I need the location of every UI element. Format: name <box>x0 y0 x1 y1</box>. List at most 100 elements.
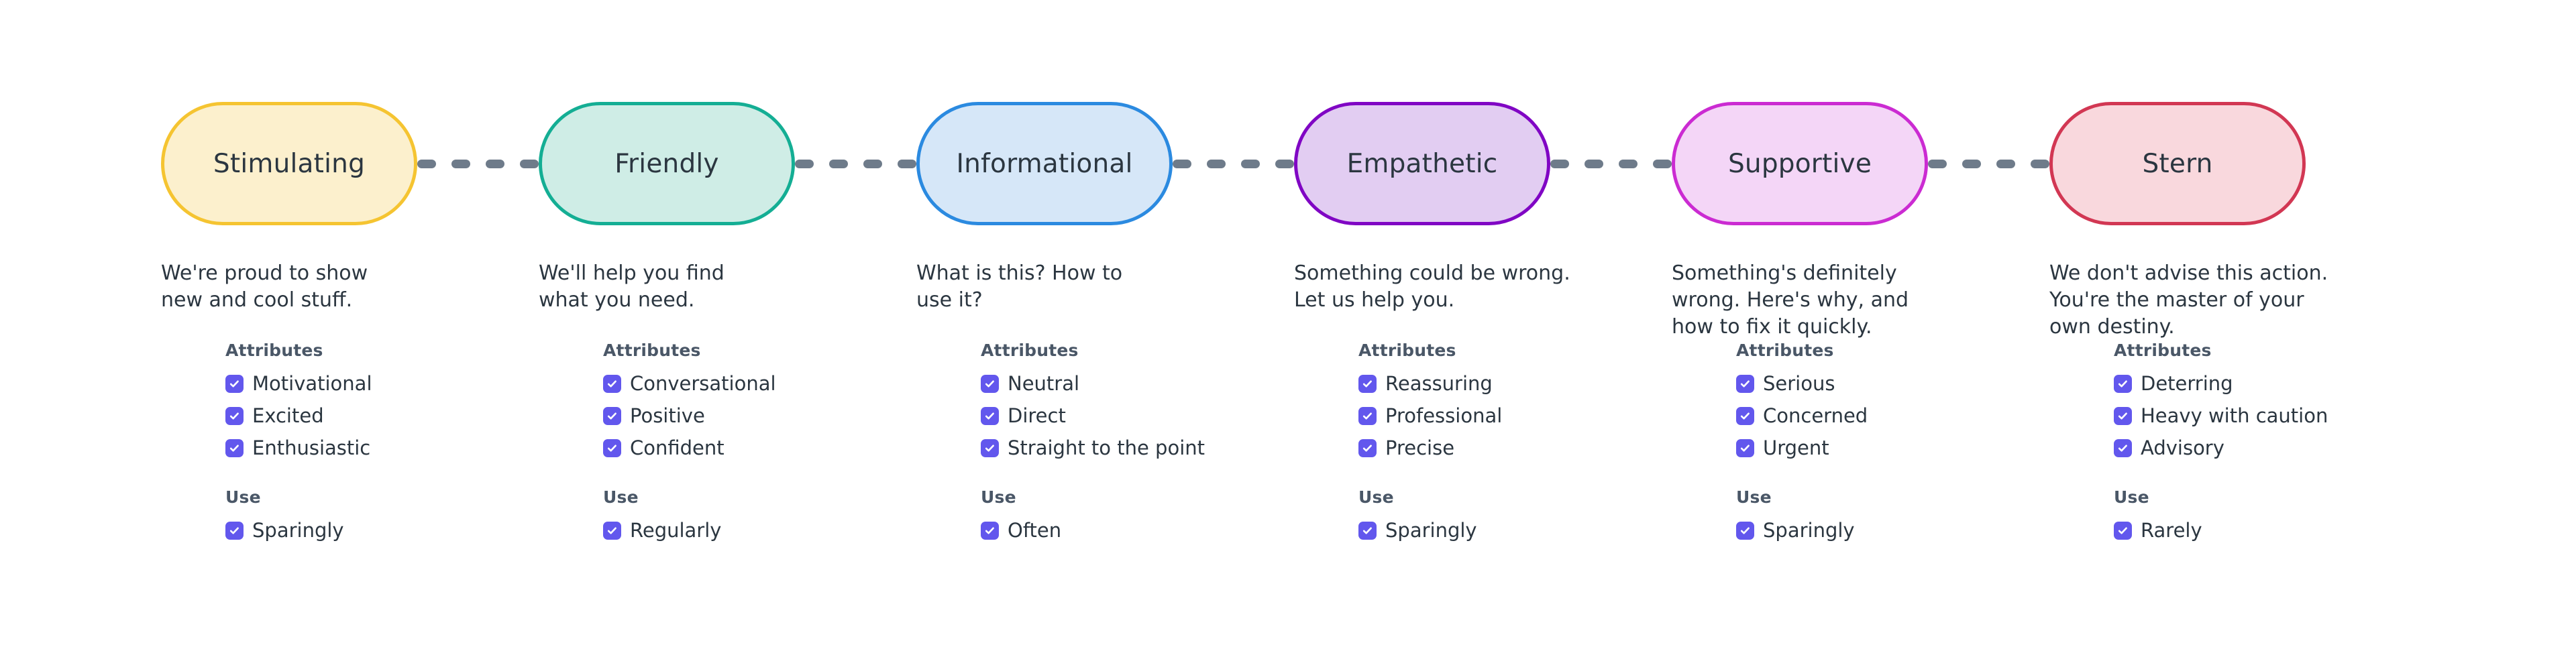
checkbox-row[interactable]: Professional <box>1358 400 1674 432</box>
connector-dash <box>417 159 436 168</box>
check-icon[interactable] <box>1358 374 1377 393</box>
checkbox-row[interactable]: Conversational <box>603 367 918 400</box>
pill-slot: Empathetic <box>1294 102 1672 229</box>
checkbox-label: Motivational <box>252 371 372 395</box>
check-icon[interactable] <box>981 521 999 540</box>
checkbox-label: Sparingly <box>1385 518 1477 542</box>
checkbox-label: Professional <box>1385 404 1503 427</box>
check-icon[interactable] <box>1736 438 1754 457</box>
checkbox-row[interactable]: Enthusiastic <box>225 432 541 464</box>
check-icon[interactable] <box>225 438 244 457</box>
check-icon[interactable] <box>2114 438 2132 457</box>
tone-column-stern: Stern We don't advise this action. You're… <box>2049 102 2427 540</box>
checkbox-row[interactable]: Direct <box>981 400 1296 432</box>
tone-pill[interactable]: Empathetic <box>1294 102 1550 225</box>
check-icon[interactable] <box>1358 521 1377 540</box>
dashed-connector <box>417 102 539 225</box>
checkbox-row[interactable]: Neutral <box>981 367 1296 400</box>
check-icon[interactable] <box>2114 521 2132 540</box>
tone-pill[interactable]: Informational <box>916 102 1173 225</box>
checkbox-row[interactable]: Motivational <box>225 367 541 400</box>
checkbox-row[interactable]: Sparingly <box>225 514 541 546</box>
dashed-connector <box>1550 102 1672 225</box>
connector-dash <box>863 159 882 168</box>
checkbox-row[interactable]: Straight to the point <box>981 432 1296 464</box>
connector-dash <box>486 159 504 168</box>
connector-dash <box>1928 159 1947 168</box>
check-icon[interactable] <box>603 374 621 393</box>
dashed-connector <box>795 102 916 225</box>
checkbox-row[interactable]: Urgent <box>1736 432 2051 464</box>
connector-dash <box>1585 159 1603 168</box>
attributes-heading: Attributes <box>1736 341 1834 360</box>
check-icon[interactable] <box>603 406 621 425</box>
check-icon[interactable] <box>1736 406 1754 425</box>
connector-dash <box>1619 159 1638 168</box>
check-icon[interactable] <box>225 406 244 425</box>
tone-pill[interactable]: Friendly <box>539 102 795 225</box>
check-icon[interactable] <box>225 521 244 540</box>
check-icon[interactable] <box>2114 406 2132 425</box>
check-icon[interactable] <box>603 438 621 457</box>
check-icon[interactable] <box>2114 374 2132 393</box>
tone-pill[interactable]: Stern <box>2049 102 2306 225</box>
checkbox-label: Heavy with caution <box>2141 404 2328 427</box>
checkbox-row[interactable]: Positive <box>603 400 918 432</box>
use-heading: Use <box>2114 487 2149 507</box>
connector-dash <box>1241 159 1260 168</box>
tone-description: We'll help you find what you need. <box>539 261 724 312</box>
checkbox-label: Deterring <box>2141 371 2233 395</box>
dashed-connector <box>1173 102 1294 225</box>
use-heading: Use <box>603 487 639 507</box>
check-icon[interactable] <box>981 406 999 425</box>
tone-description: What is this? How to use it? <box>916 261 1123 312</box>
connector-dash <box>829 159 848 168</box>
tone-pill[interactable]: Supportive <box>1672 102 1928 225</box>
tone-description: We don't advise this action. You're the … <box>2049 261 2328 339</box>
checkbox-row[interactable]: Excited <box>225 400 541 432</box>
check-icon[interactable] <box>225 374 244 393</box>
checkbox-label: Neutral <box>1008 371 1080 395</box>
checkbox-row[interactable]: Serious <box>1736 367 2051 400</box>
connector-dash <box>1653 159 1672 168</box>
checkbox-row[interactable]: Precise <box>1358 432 1674 464</box>
check-icon[interactable] <box>981 438 999 457</box>
checkbox-row[interactable]: Advisory <box>2114 432 2429 464</box>
connector-dash <box>1173 159 1191 168</box>
checkbox-row[interactable]: Confident <box>603 432 918 464</box>
checkbox-row[interactable]: Often <box>981 514 1296 546</box>
checkbox-row[interactable]: Reassuring <box>1358 367 1674 400</box>
checkbox-row[interactable]: Rarely <box>2114 514 2429 546</box>
checkbox-label: Serious <box>1763 371 1835 395</box>
attributes-heading: Attributes <box>603 341 701 360</box>
checkbox-row[interactable]: Regularly <box>603 514 918 546</box>
check-icon[interactable] <box>1736 374 1754 393</box>
checkbox-label: Concerned <box>1763 404 1868 427</box>
connector-dash <box>898 159 916 168</box>
checkbox-label: Direct <box>1008 404 1066 427</box>
tone-description: Something's definitely wrong. Here's why… <box>1672 261 1909 339</box>
checkbox-label: Precise <box>1385 436 1455 459</box>
checkbox-row[interactable]: Deterring <box>2114 367 2429 400</box>
check-icon[interactable] <box>603 521 621 540</box>
check-icon[interactable] <box>1358 438 1377 457</box>
check-icon[interactable] <box>1736 521 1754 540</box>
checkbox-row[interactable]: Concerned <box>1736 400 2051 432</box>
check-icon[interactable] <box>981 374 999 393</box>
tone-description: Something could be wrong. Let us help yo… <box>1294 261 1570 312</box>
tone-pill[interactable]: Stimulating <box>161 102 417 225</box>
checkbox-row[interactable]: Heavy with caution <box>2114 400 2429 432</box>
check-icon[interactable] <box>1358 406 1377 425</box>
checkbox-row[interactable]: Sparingly <box>1736 514 2051 546</box>
checkbox-row[interactable]: Sparingly <box>1358 514 1674 546</box>
